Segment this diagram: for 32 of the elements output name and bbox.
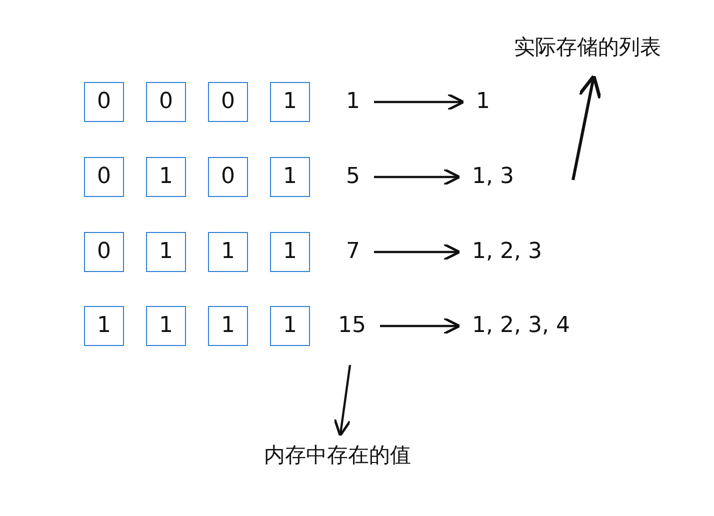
bit-box: 1 [208,232,248,272]
bit-box: 1 [84,306,124,346]
list-text: 1, 3 [472,164,514,190]
list-text: 1, 2, 3, 4 [472,313,570,339]
bit-box: 0 [208,82,248,122]
arrow [374,243,461,261]
bit-box: 1 [146,306,186,346]
bit-box: 0 [208,157,248,197]
value-text: 5 [346,164,360,190]
value-text: 7 [346,239,360,265]
arrow [380,317,461,335]
list-text: 1, 2, 3 [472,239,542,265]
value-text: 1 [346,89,360,115]
caption-text: 实际存储的列表 [514,34,661,60]
arrow [374,93,465,111]
bit-box: 1 [270,157,310,197]
bit-box: 1 [270,306,310,346]
bit-box: 1 [270,82,310,122]
bit-box: 0 [84,82,124,122]
value-text: 15 [338,313,366,339]
bit-box: 0 [84,232,124,272]
bit-box: 1 [146,157,186,197]
bit-box: 1 [146,232,186,272]
bit-box: 0 [146,82,186,122]
bit-box: 1 [270,232,310,272]
arrow [333,364,352,437]
arrow [572,74,602,180]
caption-text: 内存中存在的值 [264,442,411,468]
bit-box: 1 [208,306,248,346]
list-text: 1 [476,89,490,115]
arrow [374,168,461,186]
bit-box: 0 [84,157,124,197]
